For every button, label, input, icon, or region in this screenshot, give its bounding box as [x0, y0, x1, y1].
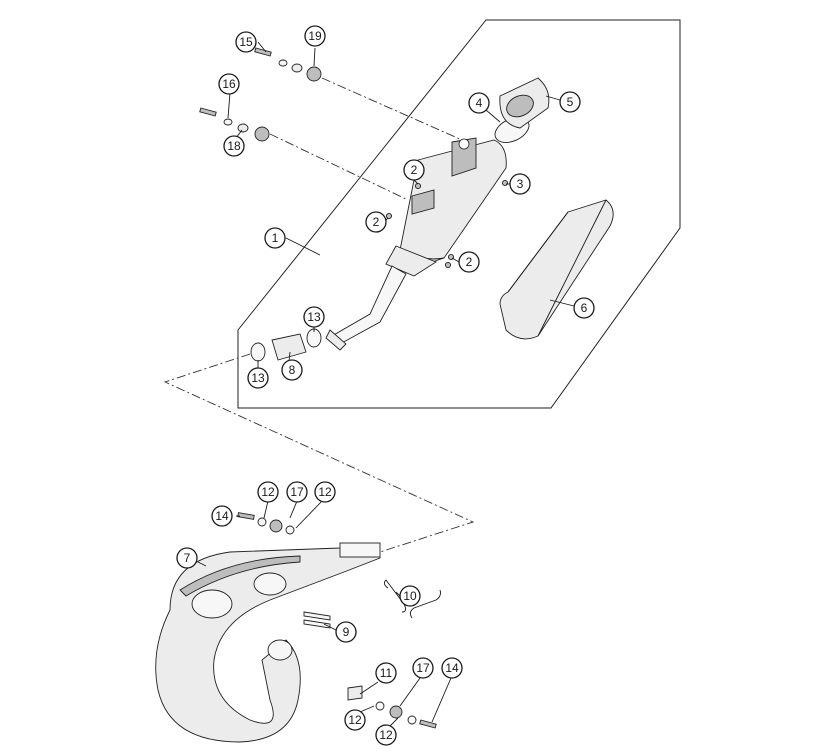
callout-9[interactable]: 9 [335, 621, 357, 643]
svg-text:15: 15 [239, 35, 253, 49]
svg-text:12: 12 [261, 485, 275, 499]
silencer-sleeve [499, 199, 614, 340]
svg-text:5: 5 [567, 95, 574, 109]
assembly-lines [163, 77, 475, 553]
clip [303, 611, 331, 621]
callout-12-top-right[interactable]: 12 [314, 481, 336, 503]
callout-12-bottom[interactable]: 12 [375, 724, 397, 746]
callout-2-top[interactable]: 2 [403, 159, 425, 181]
svg-text:16: 16 [222, 77, 236, 91]
callout-3[interactable]: 3 [509, 173, 531, 195]
mount-hardware [199, 47, 322, 142]
callout-2-right[interactable]: 2 [458, 251, 480, 273]
svg-text:6: 6 [581, 301, 588, 315]
svg-text:13: 13 [307, 310, 321, 324]
callout-2-left[interactable]: 2 [365, 211, 387, 233]
callout-17-bottom[interactable]: 17 [412, 657, 434, 679]
callout-15[interactable]: 15 [235, 31, 257, 53]
svg-text:2: 2 [411, 163, 418, 177]
svg-text:17: 17 [290, 485, 304, 499]
callout-5[interactable]: 5 [559, 91, 581, 113]
svg-text:8: 8 [289, 363, 296, 377]
callout-18[interactable]: 18 [223, 135, 245, 157]
silencer-assembly [325, 137, 509, 351]
svg-text:17: 17 [416, 661, 430, 675]
svg-text:14: 14 [215, 509, 229, 523]
svg-text:12: 12 [318, 485, 332, 499]
svg-text:12: 12 [348, 713, 362, 727]
svg-text:2: 2 [466, 255, 473, 269]
callout-12-top-left[interactable]: 12 [257, 481, 279, 503]
callout-6[interactable]: 6 [573, 297, 595, 319]
svg-text:11: 11 [380, 666, 393, 680]
callout-13-bottom[interactable]: 13 [247, 367, 269, 389]
callout-13-top[interactable]: 13 [303, 306, 325, 328]
svg-text:13: 13 [251, 371, 265, 385]
callout-12-bottom-left[interactable]: 12 [344, 709, 366, 731]
lower-mount-hardware [237, 512, 437, 729]
seal-ring-front [250, 342, 266, 362]
svg-text:18: 18 [227, 139, 241, 153]
callout-16[interactable]: 16 [218, 73, 240, 95]
callout-14-bottom[interactable]: 14 [441, 657, 463, 679]
callout-4[interactable]: 4 [468, 92, 490, 114]
svg-text:3: 3 [517, 177, 524, 191]
svg-text:10: 10 [403, 589, 417, 603]
assembly-frame [237, 19, 681, 409]
svg-text:4: 4 [476, 96, 483, 110]
spring-upper [383, 579, 407, 613]
svg-text:19: 19 [308, 29, 322, 43]
svg-text:14: 14 [445, 661, 459, 675]
svg-text:2: 2 [373, 215, 380, 229]
callout-17-top[interactable]: 17 [286, 481, 308, 503]
callout-19[interactable]: 19 [304, 25, 326, 47]
callout-14-top[interactable]: 14 [211, 505, 233, 527]
connector-sleeve [271, 333, 307, 361]
callout-1[interactable]: 1 [264, 227, 286, 249]
callout-8[interactable]: 8 [281, 359, 303, 381]
callouts: 1 2 2 2 3 4 5 6 7 8 9 10 11 12 12 12 12 … [176, 25, 595, 746]
callout-10[interactable]: 10 [399, 585, 421, 607]
svg-text:1: 1 [272, 231, 279, 245]
callout-11[interactable]: 11 [375, 662, 397, 684]
svg-text:9: 9 [343, 625, 350, 639]
spring-lower [409, 589, 441, 619]
svg-text:12: 12 [379, 728, 393, 742]
exhaust-pipe [155, 542, 381, 743]
svg-text:7: 7 [184, 551, 191, 565]
callout-7[interactable]: 7 [176, 547, 198, 569]
